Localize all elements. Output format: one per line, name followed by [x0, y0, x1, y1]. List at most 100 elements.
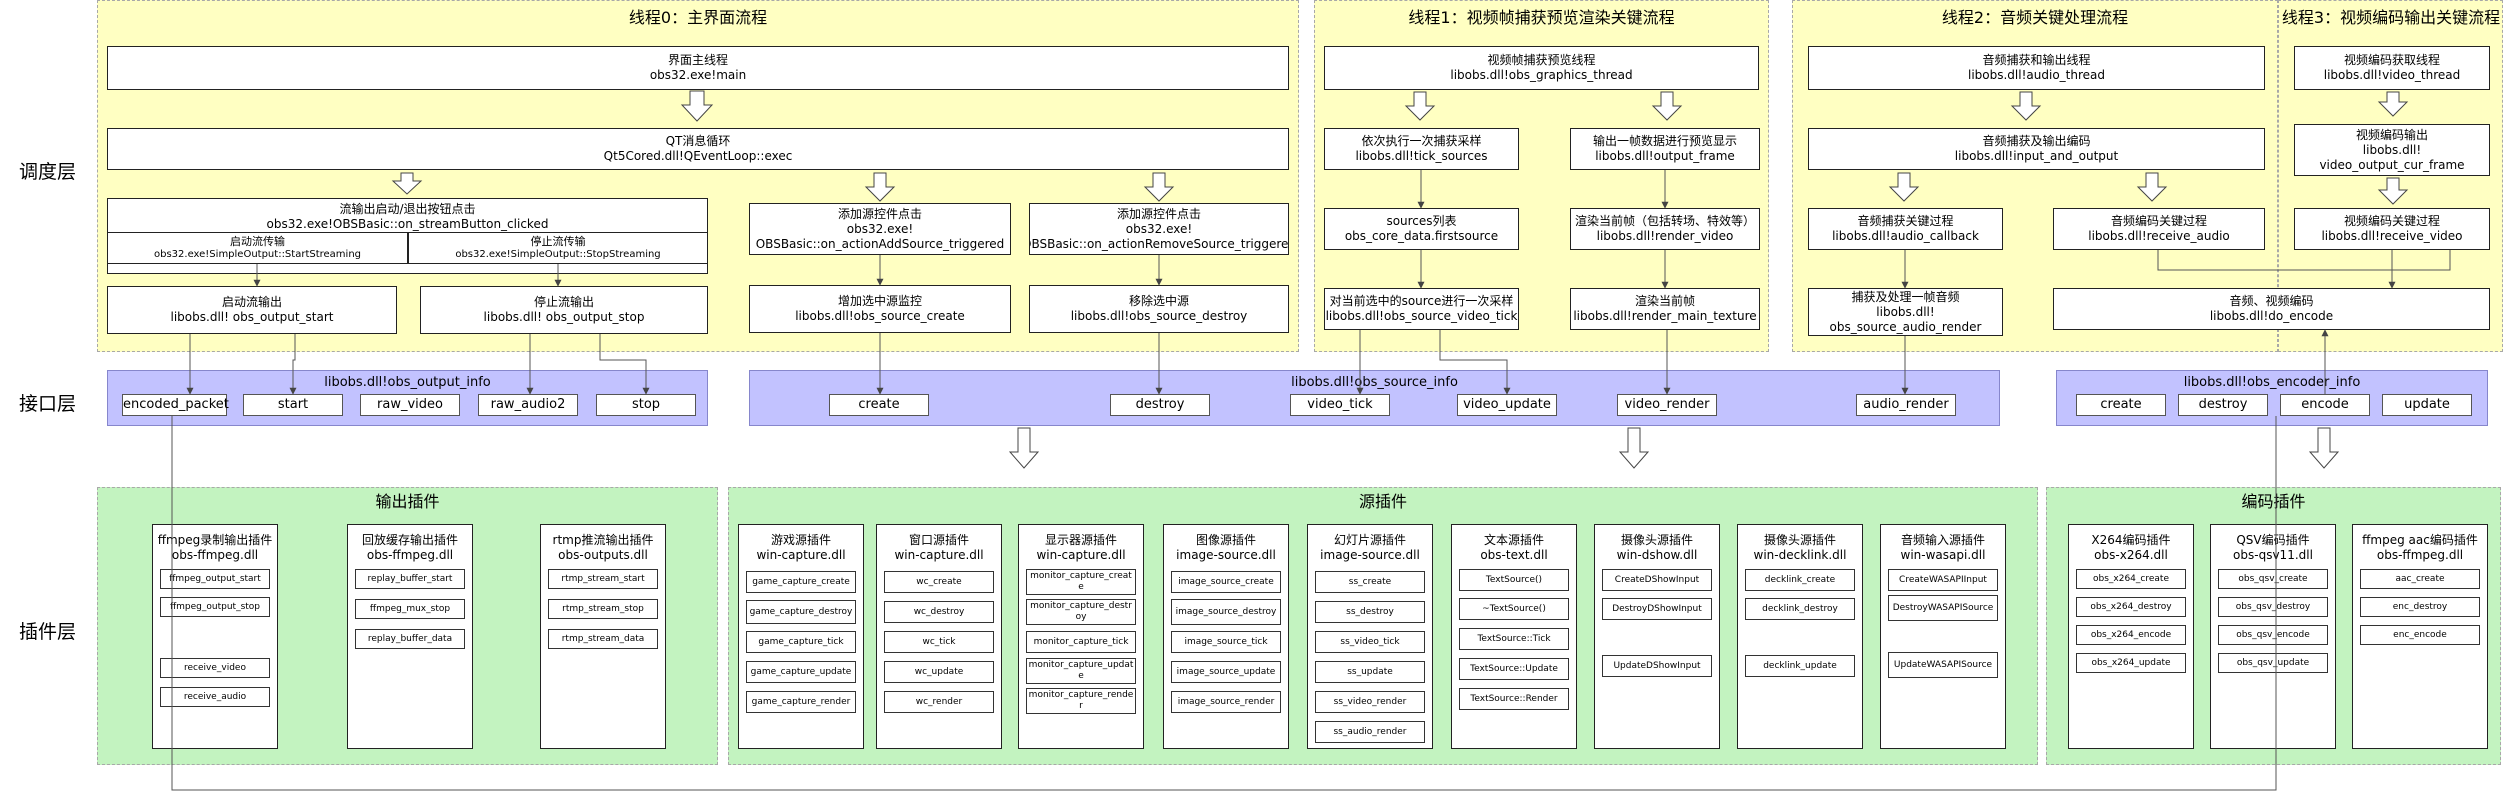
- plugin-function: CreateWASAPIInput: [1888, 569, 1998, 591]
- box-line: 渲染当前帧: [1634, 294, 1695, 308]
- plugin-function: ss_audio_render: [1315, 721, 1425, 743]
- box-line: libobs.dll!tick_sources: [1355, 149, 1488, 163]
- block-arrow: [2010, 91, 2042, 121]
- plugin-function: ss_create: [1315, 571, 1425, 593]
- block-arrow: [1618, 427, 1650, 469]
- plugin-function: aac_create: [2360, 569, 2480, 589]
- plugin-function: ffmpeg_output_stop: [160, 597, 270, 617]
- box-line: Qt5Cored.dll!QEventLoop::exec: [603, 149, 793, 163]
- thread1-title: 线程1：视频帧捕获预览渲染关键流程: [1408, 8, 1675, 27]
- plugin-function: monitor_capture_destroy: [1026, 599, 1136, 625]
- box-line: 音频捕获和输出线程: [1982, 53, 2091, 67]
- block-arrow: [1404, 91, 1436, 121]
- input-and-output-box: 音频捕获及输出编码 libobs.dll!input_and_output: [1808, 128, 2265, 170]
- plugin-name: ffmpeg aac编码插件: [2362, 533, 2478, 547]
- box-line: video_output_cur_frame: [2319, 157, 2465, 172]
- block-arrow: [2377, 177, 2409, 205]
- plugin-function: game_capture_tick: [746, 631, 856, 653]
- plugin-function: receive_audio: [160, 687, 270, 707]
- layer-interface-label: 接口层: [18, 393, 76, 415]
- encoder-plugins-title: 编码插件: [2241, 492, 2306, 511]
- plugin-function: ss_destroy: [1315, 601, 1425, 623]
- box-line: 添加源控件点击: [837, 206, 922, 221]
- plugin-name: 回放缓存输出插件: [361, 533, 458, 547]
- thread2-title: 线程2：音频关键处理流程: [1941, 8, 2129, 27]
- iface-output-start: start: [243, 394, 343, 416]
- iface-source-video-render: video_render: [1617, 394, 1717, 416]
- plugin-function: monitor_capture_update: [1026, 658, 1136, 684]
- box-line: libobs.dll!: [2362, 142, 2422, 157]
- box-line: libobs.dll!render_video: [1596, 229, 1734, 243]
- iface-source-destroy: destroy: [1110, 394, 1210, 416]
- plugin-name: QSV编码插件: [2236, 533, 2310, 547]
- plugin-dll: win-capture.dll: [756, 548, 846, 562]
- main-thread-box: 界面主线程 obs32.exe!main: [107, 46, 1289, 90]
- block-arrow: [2308, 427, 2340, 469]
- plugin-name: ffmpeg录制输出插件: [157, 533, 273, 547]
- plugin-dll: win-dshow.dll: [1616, 548, 1698, 562]
- box-line: libobs.dll!audio_callback: [1832, 229, 1979, 243]
- plugin-dll: obs-ffmpeg.dll: [366, 548, 454, 562]
- plugin-function: wc_render: [884, 691, 994, 713]
- plugin-function: game_capture_create: [746, 571, 856, 593]
- plugin-name: X264编码插件: [2091, 533, 2171, 547]
- box-line: obs32.exe!OBSBasic::on_streamButton_clic…: [266, 217, 549, 231]
- box-line: libobs.dll!render_main_texture: [1573, 309, 1757, 323]
- box-line: 增加选中源监控: [837, 294, 922, 308]
- box-line: libobs.dll!receive_audio: [2088, 229, 2230, 243]
- layer-scheduling-label: 调度层: [18, 161, 76, 183]
- plugin-function: image_source_tick: [1171, 631, 1281, 653]
- output-start-box: 启动流输出 libobs.dll! obs_output_start: [107, 286, 397, 334]
- iface-source-audio-render: audio_render: [1856, 394, 1956, 416]
- plugin-name: 窗口源插件: [908, 533, 969, 547]
- plugin-dll: obs-qsv11.dll: [2233, 548, 2313, 562]
- box-line: libobs.dll! obs_output_stop: [483, 310, 645, 324]
- plugin-function: obs_x264_encode: [2076, 625, 2186, 645]
- block-arrow: [2136, 172, 2168, 202]
- plugin-function: obs_x264_update: [2076, 653, 2186, 673]
- box-line: 捕获及处理一帧音频: [1851, 289, 1960, 304]
- qt-loop-box: QT消息循环 Qt5Cored.dll!QEventLoop::exec: [107, 128, 1289, 170]
- flow-line: [599, 334, 650, 395]
- iface-encoder-update: update: [2382, 394, 2472, 416]
- thread0-title: 线程0：主界面流程: [628, 8, 768, 27]
- box-line: libobs.dll!video_thread: [2323, 68, 2461, 82]
- box-line: libobs.dll!output_frame: [1595, 149, 1735, 163]
- plugin-function: rtmp_stream_stop: [548, 599, 658, 619]
- plugin-function: DestroyDShowInput: [1602, 598, 1712, 620]
- source-plugins-title: 源插件: [1358, 492, 1407, 511]
- plugin-name: 图像源插件: [1195, 533, 1256, 547]
- plugin-dll: win-decklink.dll: [1753, 548, 1847, 562]
- flow-line: [1439, 330, 1511, 395]
- box-line: libobs.dll! obs_output_start: [170, 310, 334, 324]
- audio-callback-box: 音频捕获关键过程 libobs.dll!audio_callback: [1808, 208, 2003, 250]
- plugin-name: 摄像头源插件: [1763, 533, 1836, 547]
- box-line: obs_core_data.firstsource: [1344, 229, 1499, 243]
- block-arrow: [1888, 172, 1920, 202]
- plugin-function: rtmp_stream_start: [548, 569, 658, 589]
- box-line: libobs.dll!: [1876, 304, 1935, 319]
- block-arrow: [2377, 91, 2409, 117]
- plugin-dll: obs-outputs.dll: [558, 548, 648, 562]
- box-line: 添加源控件点击: [1116, 206, 1201, 221]
- block-arrow: [1008, 427, 1040, 469]
- plugin-dll: obs-x264.dll: [2094, 548, 2168, 562]
- receive-video-box: 视频编码关键过程 libobs.dll!receive_video: [2294, 208, 2490, 250]
- plugin-function: ffmpeg_mux_stop: [355, 599, 465, 619]
- audio-thread-box: 音频捕获和输出线程 libobs.dll!audio_thread: [1808, 46, 2265, 90]
- plugin-function: wc_update: [884, 661, 994, 683]
- plugin-name: rtmp推流输出插件: [552, 533, 654, 547]
- tick-sources-box: 依次执行一次捕获采样 libobs.dll!tick_sources: [1324, 128, 1519, 170]
- flow-line: [171, 416, 2277, 791]
